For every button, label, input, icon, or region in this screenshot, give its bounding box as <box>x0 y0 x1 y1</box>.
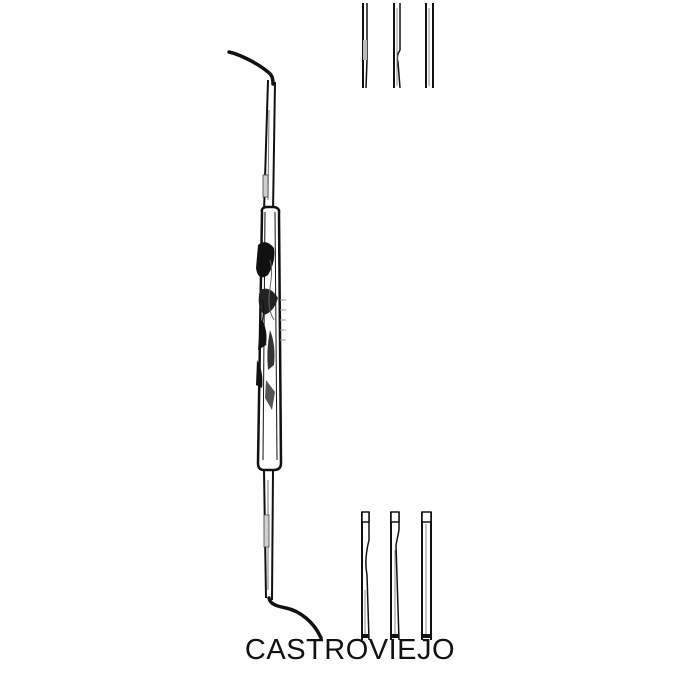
upper-shaft <box>262 79 276 213</box>
lower-tip-detail-views <box>361 511 432 641</box>
product-name-caption: CASTROVIEJO <box>244 634 456 666</box>
upper-tip-detail-views <box>362 3 434 89</box>
instrument-handle <box>256 205 286 472</box>
upper-hook-tip <box>227 50 275 86</box>
lower-hook-tip <box>267 596 323 640</box>
lower-shaft <box>263 469 274 601</box>
